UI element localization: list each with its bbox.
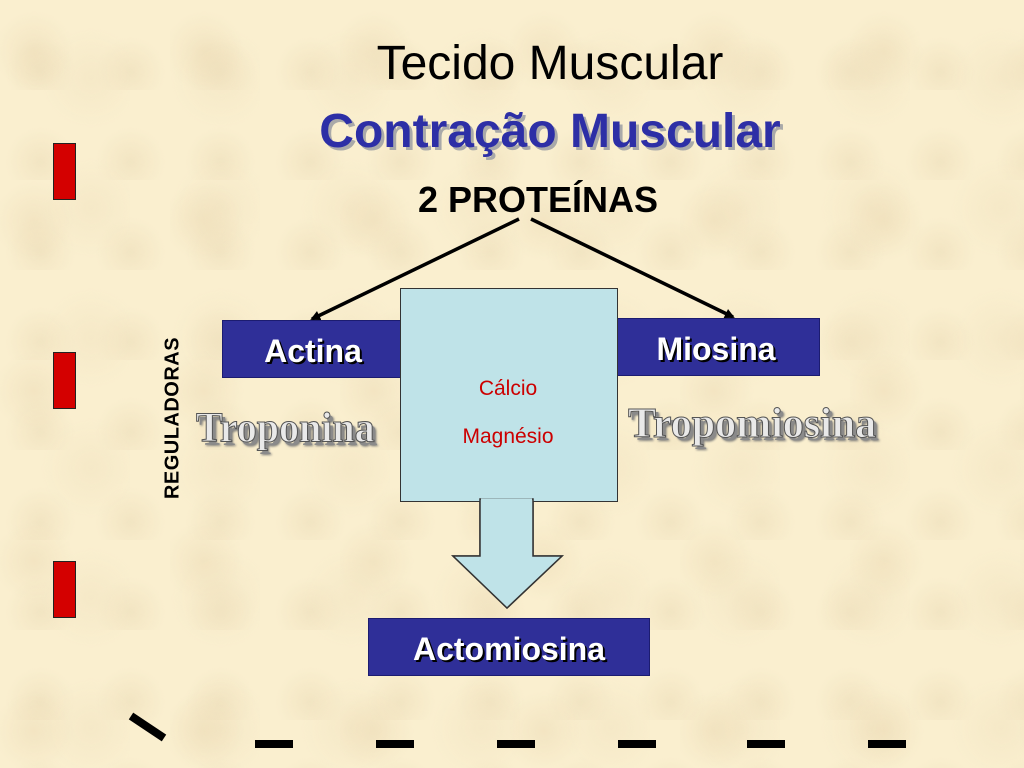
slide-title: Tecido Muscular [376,37,724,90]
bottom-dash [747,740,785,748]
proteins-heading: 2 PROTEÍNAS [417,179,659,220]
calcio-label: Cálcio [478,377,538,400]
tropomiosina-wordart: Tropomiosina [627,401,877,448]
bottom-dash [497,740,535,748]
ions-box [400,288,618,502]
bottom-dash [376,740,414,748]
miosina-box: Miosina [612,318,820,376]
magnesio-label: Magnésio [462,425,554,448]
troponina-wordart: Troponina [196,403,376,452]
red-bar-decoration [53,352,76,409]
bottom-dash [618,740,656,748]
slanted-dash [128,712,167,742]
red-bar-decoration [53,561,76,618]
red-bar-decoration [53,143,76,200]
bottom-dash [255,740,293,748]
actina-box: Actina [222,320,404,378]
actomiosina-box: Actomiosina [368,618,650,676]
slide-subtitle: Contração Muscular [319,105,781,158]
bottom-dash [868,740,906,748]
arrow-to-miosina [530,217,735,319]
arrow-to-actina [310,217,520,321]
